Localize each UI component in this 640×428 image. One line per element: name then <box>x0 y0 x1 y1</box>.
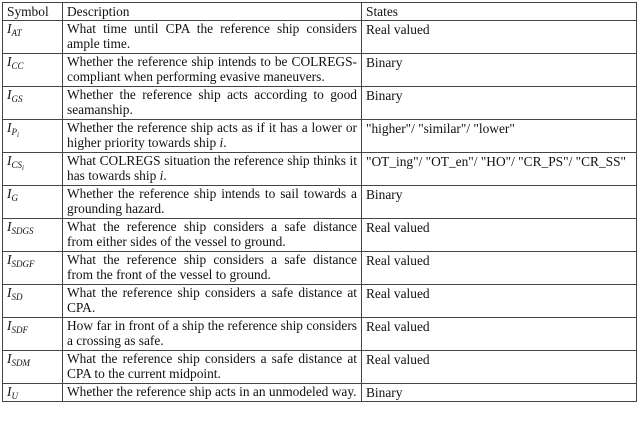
description-cell: Whether the reference ship intends to be… <box>62 53 362 87</box>
symbol-subscript: CC <box>11 61 24 71</box>
ship-variable: i <box>159 168 164 183</box>
symbol-cell: ISDF <box>2 317 63 351</box>
symbol: IPi <box>7 120 19 139</box>
symbol-subscript: SDGS <box>11 226 34 236</box>
symbol-cell: IPi <box>2 119 63 153</box>
symbol: IU <box>7 384 18 401</box>
table-row: ISD What the reference ship considers a s… <box>2 284 637 318</box>
symbol-base: I <box>7 54 12 69</box>
symbol-subscript: GS <box>11 94 23 104</box>
table-row: ISDGS What the reference ship considers a… <box>2 218 637 252</box>
symbol: ISDGS <box>7 219 34 236</box>
symbol-subscript: SD <box>11 292 23 302</box>
symbol-cell: IU <box>2 383 63 402</box>
symbol-sub-subscript: i <box>16 131 19 139</box>
states-cell: Real valued <box>361 251 637 285</box>
description-cell: What the reference ship considers a safe… <box>62 251 362 285</box>
symbol-cell: ISDGS <box>2 218 63 252</box>
symbol-cell: IAT <box>2 20 63 54</box>
states-cell: Real valued <box>361 20 637 54</box>
table-row: ICC Whether the reference ship intends to… <box>2 53 637 87</box>
description-cell: What COLREGS situation the reference shi… <box>62 152 362 186</box>
symbol: ICC <box>7 54 24 71</box>
symbol-base: I <box>7 285 12 300</box>
symbol-cell: ISD <box>2 284 63 318</box>
description-cell: Whether the reference ship acts in an un… <box>62 383 362 402</box>
table-row: IAT What time until CPA the reference shi… <box>2 20 637 54</box>
table-row: ISDM What the reference ship considers a … <box>2 350 637 384</box>
symbol-cell: ICSi <box>2 152 63 186</box>
symbol: ISD <box>7 285 23 302</box>
symbol: ISDGF <box>7 252 35 269</box>
table-row: ISDGF What the reference ship considers a… <box>2 251 637 285</box>
description-cell: What the reference ship considers a safe… <box>62 284 362 318</box>
table-row: ISDF How far in front of a ship the refer… <box>2 317 637 351</box>
symbol-subscript: SDM <box>11 358 30 368</box>
states-cell: Binary <box>361 185 637 219</box>
symbol-base: I <box>7 120 12 135</box>
symbol-subscript: CS <box>11 160 22 170</box>
description-cell: What the reference ship considers a safe… <box>62 350 362 384</box>
states-cell: Binary <box>361 383 637 402</box>
symbol-cell: ICC <box>2 53 63 87</box>
description-cell: What the reference ship considers a safe… <box>62 218 362 252</box>
symbol: IG <box>7 186 18 203</box>
table-row: IGS Whether the reference ship acts accor… <box>2 86 637 120</box>
states-cell: Binary <box>361 86 637 120</box>
description-cell: Whether the reference ship intends to sa… <box>62 185 362 219</box>
symbol-sub-subscript: i <box>21 164 24 172</box>
header-description: Description <box>62 2 362 21</box>
symbol-base: I <box>7 252 12 267</box>
symbol-base: I <box>7 153 12 168</box>
header-symbol: Symbol <box>2 2 63 21</box>
header-row: Symbol Description States <box>2 2 637 21</box>
symbol-base: I <box>7 87 12 102</box>
symbol-cell: ISDGF <box>2 251 63 285</box>
states-cell: Binary <box>361 53 637 87</box>
symbol-base: I <box>7 186 12 201</box>
symbol-subscript: AT <box>11 28 22 38</box>
symbol-base: I <box>7 318 12 333</box>
states-cell: Real valued <box>361 218 637 252</box>
symbol-base: I <box>7 219 12 234</box>
states-cell: Real valued <box>361 284 637 318</box>
states-cell: Real valued <box>361 317 637 351</box>
symbol: IGS <box>7 87 23 104</box>
symbol-subscript: SDF <box>11 325 28 335</box>
symbol-cell: ISDM <box>2 350 63 384</box>
description-cell: Whether the reference ship acts accordin… <box>62 86 362 120</box>
symbol: ISDM <box>7 351 30 368</box>
symbol-subscript: P <box>11 127 17 137</box>
symbol-base: I <box>7 351 12 366</box>
symbol-cell: IGS <box>2 86 63 120</box>
states-cell: "OT_ing"/ "OT_en"/ "HO"/ "CR_PS"/ "CR_SS… <box>361 152 637 186</box>
symbol: ICSi <box>7 153 24 172</box>
symbol-base: I <box>7 21 12 36</box>
description-cell: Whether the reference ship acts as if it… <box>62 119 362 153</box>
table-row: IU Whether the reference ship acts in an … <box>2 383 637 402</box>
description-cell: What time until CPA the reference ship c… <box>62 20 362 54</box>
table-row: IG Whether the reference ship intends to … <box>2 185 637 219</box>
symbol-subscript: U <box>11 391 18 401</box>
symbol-cell: IG <box>2 185 63 219</box>
states-cell: Real valued <box>361 350 637 384</box>
symbol: ISDF <box>7 318 28 335</box>
description-cell: How far in front of a ship the reference… <box>62 317 362 351</box>
symbol: IAT <box>7 21 22 38</box>
symbol-base: I <box>7 384 12 399</box>
symbol-subscript: SDGF <box>11 259 35 269</box>
header-states: States <box>361 2 637 21</box>
ship-variable: i <box>219 135 224 150</box>
states-cell: "higher"/ "similar"/ "lower" <box>361 119 637 153</box>
symbol-subscript: G <box>11 193 18 203</box>
